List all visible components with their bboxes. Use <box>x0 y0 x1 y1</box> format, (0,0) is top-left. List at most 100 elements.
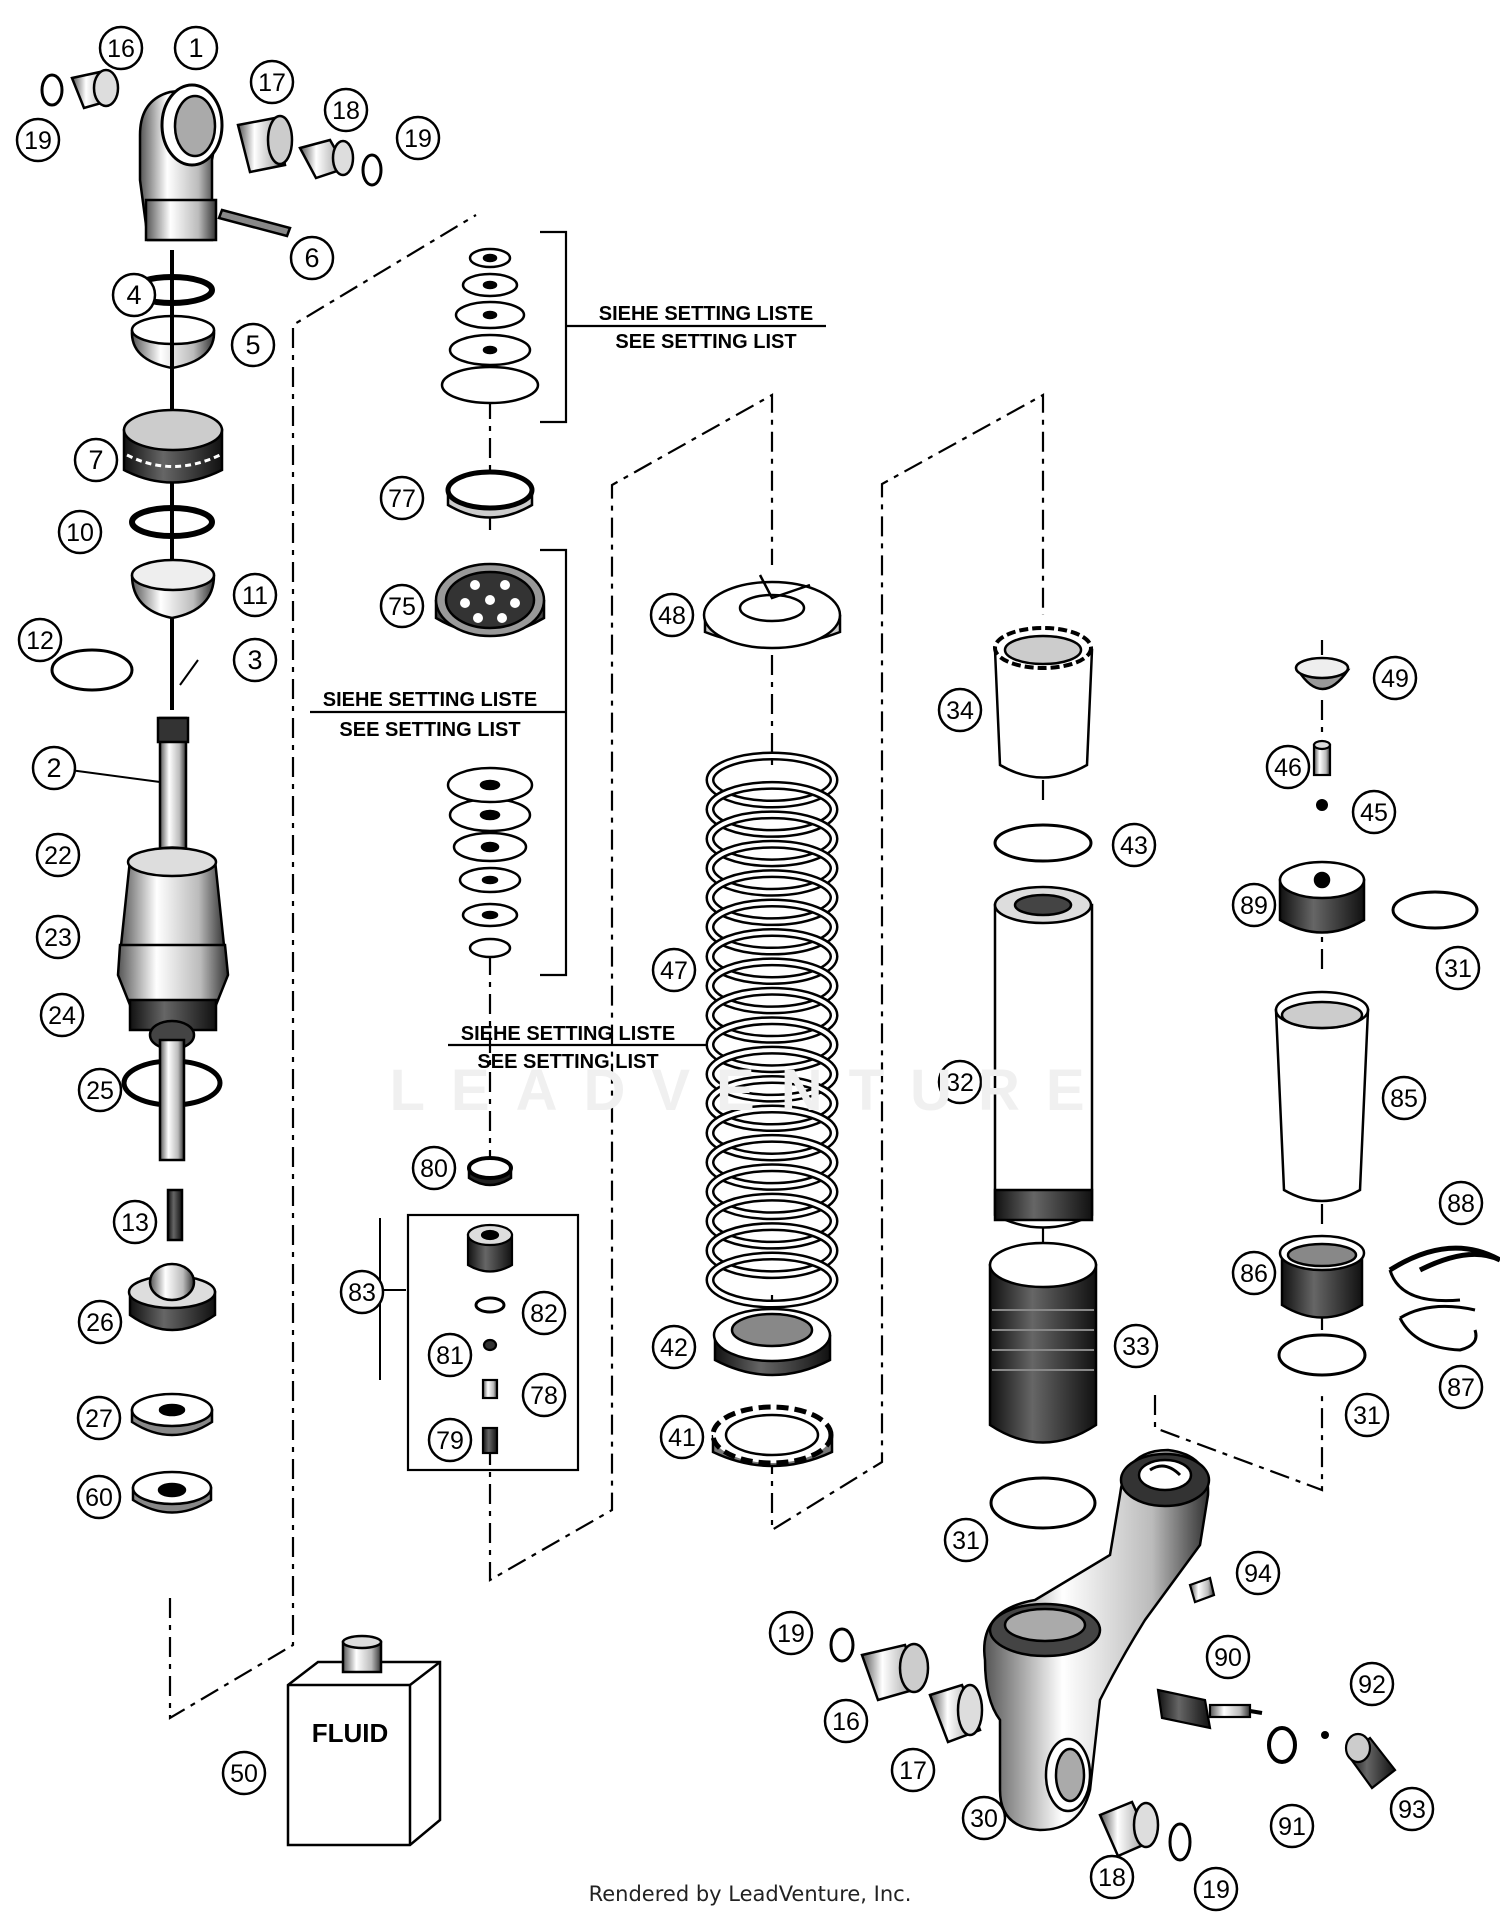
part-2-piston-rod <box>156 716 190 860</box>
spring-coil-highlight <box>708 1018 836 1071</box>
callout-circle <box>521 1372 567 1418</box>
callout-circle <box>651 1324 697 1370</box>
callout-circle <box>890 1747 936 1793</box>
spring-coil-highlight <box>708 930 836 983</box>
callout-number: 6 <box>304 243 319 273</box>
callout-circle <box>230 322 276 368</box>
part-34-bump-cup <box>993 626 1094 779</box>
callout-number: 24 <box>48 1002 76 1030</box>
callout-number: 60 <box>85 1484 113 1512</box>
callout-number: 91 <box>1278 1813 1306 1841</box>
part-19-oring-lower-left <box>829 1627 855 1663</box>
part-78-spring <box>481 1378 499 1400</box>
part-46-valve <box>1312 739 1332 777</box>
callout-number: 42 <box>660 1334 688 1362</box>
callout-circle <box>521 1290 567 1336</box>
callout-number: 7 <box>88 445 103 475</box>
callout-number: 90 <box>1214 1644 1242 1672</box>
part-31-circlip-lower <box>989 1476 1097 1530</box>
callout-circle <box>937 687 983 733</box>
callout-circle <box>1205 1634 1251 1680</box>
part-17-bushing <box>236 114 294 174</box>
callout-circle <box>1269 1803 1315 1849</box>
callout-42: 42 <box>651 1324 697 1370</box>
part-75-piston <box>434 562 546 638</box>
callout-number: 94 <box>1244 1560 1272 1588</box>
callout-83: 83 <box>339 1269 385 1315</box>
part-6-pin <box>217 208 292 238</box>
part-18-bushing-lower <box>1098 1800 1160 1858</box>
spring-coil-highlight <box>708 842 836 895</box>
callout-17: 17 <box>249 59 295 105</box>
callout-circle <box>1235 1550 1281 1596</box>
callout-circle <box>249 59 295 105</box>
callout-45: 45 <box>1351 789 1397 835</box>
callout-circle <box>1381 1075 1427 1121</box>
callout-26: 26 <box>77 1299 123 1345</box>
callout-number: 17 <box>258 69 286 97</box>
part-83-valve-group <box>406 1213 580 1472</box>
callout-circle <box>943 1517 989 1563</box>
part-93-cap <box>1344 1732 1397 1790</box>
callout-34: 34 <box>937 687 983 733</box>
callout-2: 2 <box>31 745 77 791</box>
callout-circle <box>649 592 695 638</box>
callout-circle <box>427 1332 473 1378</box>
callout-77: 77 <box>379 475 425 521</box>
callout-number: 46 <box>1274 754 1302 782</box>
part-19-oring <box>40 73 64 107</box>
callout-31: 31 <box>1344 1392 1390 1438</box>
callout-circle <box>1438 1180 1484 1226</box>
callout-11: 11 <box>232 572 278 618</box>
callout-circle <box>77 1067 123 1113</box>
callout-circle <box>289 235 335 281</box>
callout-circle <box>1231 882 1277 928</box>
callout-10: 10 <box>57 509 103 555</box>
callout-1: 1 <box>173 25 219 71</box>
part-47-spring <box>705 751 839 1309</box>
callout-23: 23 <box>35 914 81 960</box>
callout-12: 12 <box>17 617 63 663</box>
part-87-ring <box>1398 1304 1478 1352</box>
callout-circle <box>1372 655 1418 701</box>
callout-50: 50 <box>221 1750 267 1796</box>
part-43-circlip <box>993 823 1093 863</box>
callout-89: 89 <box>1231 882 1277 928</box>
part-18-bushing <box>298 138 355 180</box>
callout-number: 31 <box>952 1527 980 1555</box>
part-88-ring <box>1388 1245 1500 1303</box>
callout-16: 16 <box>823 1698 869 1744</box>
callout-number: 45 <box>1360 799 1388 827</box>
part-19-oring-lower-right <box>1168 1822 1192 1862</box>
shim-stack-upper <box>440 247 540 405</box>
callout-33: 33 <box>1113 1323 1159 1369</box>
part-17-bushing-lower <box>928 1683 984 1744</box>
callout-91: 91 <box>1269 1803 1315 1849</box>
part-25-ring <box>121 1038 223 1162</box>
part-50-fluid-bottle: FLUID <box>286 1634 442 1847</box>
callout-80: 80 <box>411 1145 457 1191</box>
callout-circle <box>1438 1364 1484 1410</box>
callout-19: 19 <box>15 117 61 163</box>
part-41-lock-ring <box>710 1404 834 1468</box>
callout-number: 18 <box>1098 1864 1126 1892</box>
callout-circle <box>98 25 144 71</box>
callout-88: 88 <box>1438 1180 1484 1226</box>
callout-19: 19 <box>395 115 441 161</box>
part-91-oring <box>1267 1726 1297 1764</box>
callout-circle <box>39 992 85 1038</box>
callout-circle <box>659 1414 705 1460</box>
callout-43: 43 <box>1111 822 1157 868</box>
callout-circle <box>15 117 61 163</box>
part-45-oring <box>1316 799 1328 811</box>
callout-circle <box>379 475 425 521</box>
callout-number: 25 <box>86 1077 114 1105</box>
svg-text:SIEHE SETTING LISTE: SIEHE SETTING LISTE <box>323 689 537 711</box>
callout-circle <box>35 914 81 960</box>
part-92-ball <box>1321 1731 1329 1739</box>
callout-number: 80 <box>420 1155 448 1183</box>
callout-number: 12 <box>26 627 54 655</box>
callout-number: 26 <box>86 1309 114 1337</box>
svg-text:SIEHE SETTING LISTE: SIEHE SETTING LISTE <box>599 303 813 325</box>
